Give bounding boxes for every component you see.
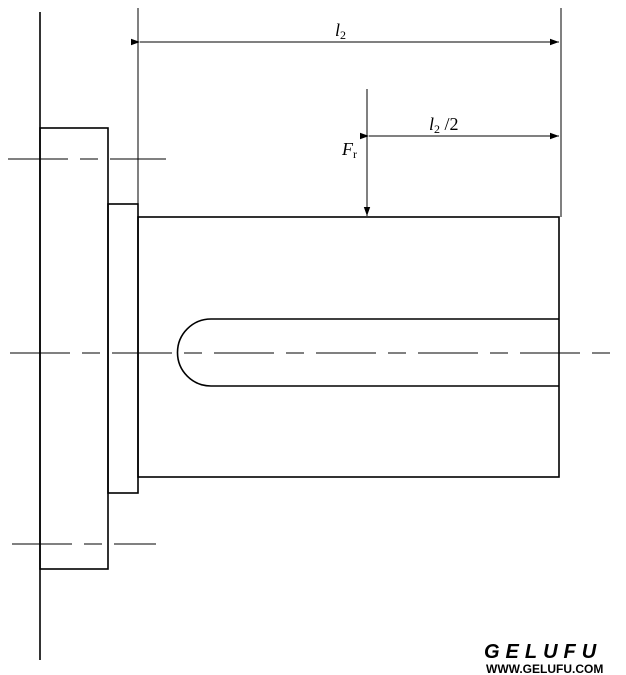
radial-force-label: Fr bbox=[341, 139, 357, 161]
watermark-url: WWW.GELUFU.COM bbox=[486, 662, 603, 675]
shaft-body bbox=[137, 216, 560, 478]
flange-body bbox=[39, 127, 109, 570]
watermark-brand: GELUFU bbox=[484, 641, 602, 663]
dimension-label-total: l2 bbox=[335, 20, 346, 42]
keyway-slot bbox=[176, 318, 559, 387]
shaft-shoulder bbox=[107, 203, 139, 494]
dimension-label-half: l2 /2 bbox=[429, 114, 459, 136]
